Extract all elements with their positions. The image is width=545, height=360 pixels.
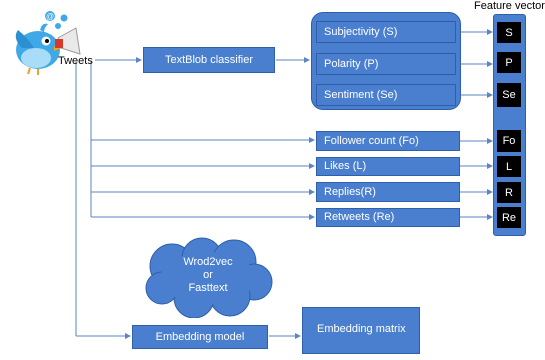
textblob-classifier-box: TextBlob classifier <box>143 47 275 73</box>
tweets-label: Tweets <box>58 55 93 67</box>
svg-text:@: @ <box>46 12 54 21</box>
feature-vector-cell-re: Re <box>497 207 521 228</box>
feature-vector-cell-s: S <box>497 22 521 43</box>
feature-label-likes: Likes (L) <box>324 160 367 172</box>
feature-label-replies: Replies(R) <box>324 185 376 198</box>
feature-vector-cell-p: P <box>497 52 521 73</box>
feature-label-sentiment: Sentiment (Se) <box>324 88 398 101</box>
twitter-bird-megaphone-icon: @ <box>15 11 81 75</box>
embedding-model-label: Embedding model <box>155 330 245 343</box>
embedding-option-fasttext: Fasttext <box>188 282 228 294</box>
embedding-option-word2vec: Wrod2vec <box>183 256 233 268</box>
feature-vector-cell-se: Se <box>497 83 521 107</box>
embedding-options-cloud <box>145 237 273 318</box>
feature-box-retweets: Retweets (Re) <box>316 208 460 227</box>
feature-box-likes: Likes (L) <box>316 157 460 176</box>
embedding-model-box: Embedding model <box>132 325 268 349</box>
feature-label-subjectivity: Subjectivity (S) <box>324 25 398 38</box>
embedding-matrix-box: Embedding matrix <box>302 307 420 354</box>
feature-box-follower-count: Follower count (Fo) <box>316 131 460 151</box>
embedding-options-text: Wrod2vec or Fasttext <box>170 256 246 295</box>
feature-vector-cell-r: R <box>497 182 521 203</box>
embedding-option-or: or <box>203 269 213 281</box>
feature-vector-title: Feature vector <box>474 0 545 12</box>
feature-vector-cell-fo: Fo <box>497 130 521 152</box>
feature-label-follower-count: Follower count (Fo) <box>324 134 419 147</box>
feature-label-polarity: Polarity (P) <box>324 57 379 70</box>
feature-vector-cell-l: L <box>497 156 521 177</box>
feature-box-replies: Replies(R) <box>316 182 460 202</box>
feature-box-subjectivity: Subjectivity (S) <box>316 21 456 43</box>
embedding-matrix-label: Embedding matrix <box>317 323 406 335</box>
textblob-classifier-label: TextBlob classifier <box>164 53 254 66</box>
feature-box-polarity: Polarity (P) <box>316 53 456 75</box>
feature-label-retweets: Retweets (Re) <box>324 211 395 223</box>
feature-box-sentiment: Sentiment (Se) <box>316 84 456 106</box>
